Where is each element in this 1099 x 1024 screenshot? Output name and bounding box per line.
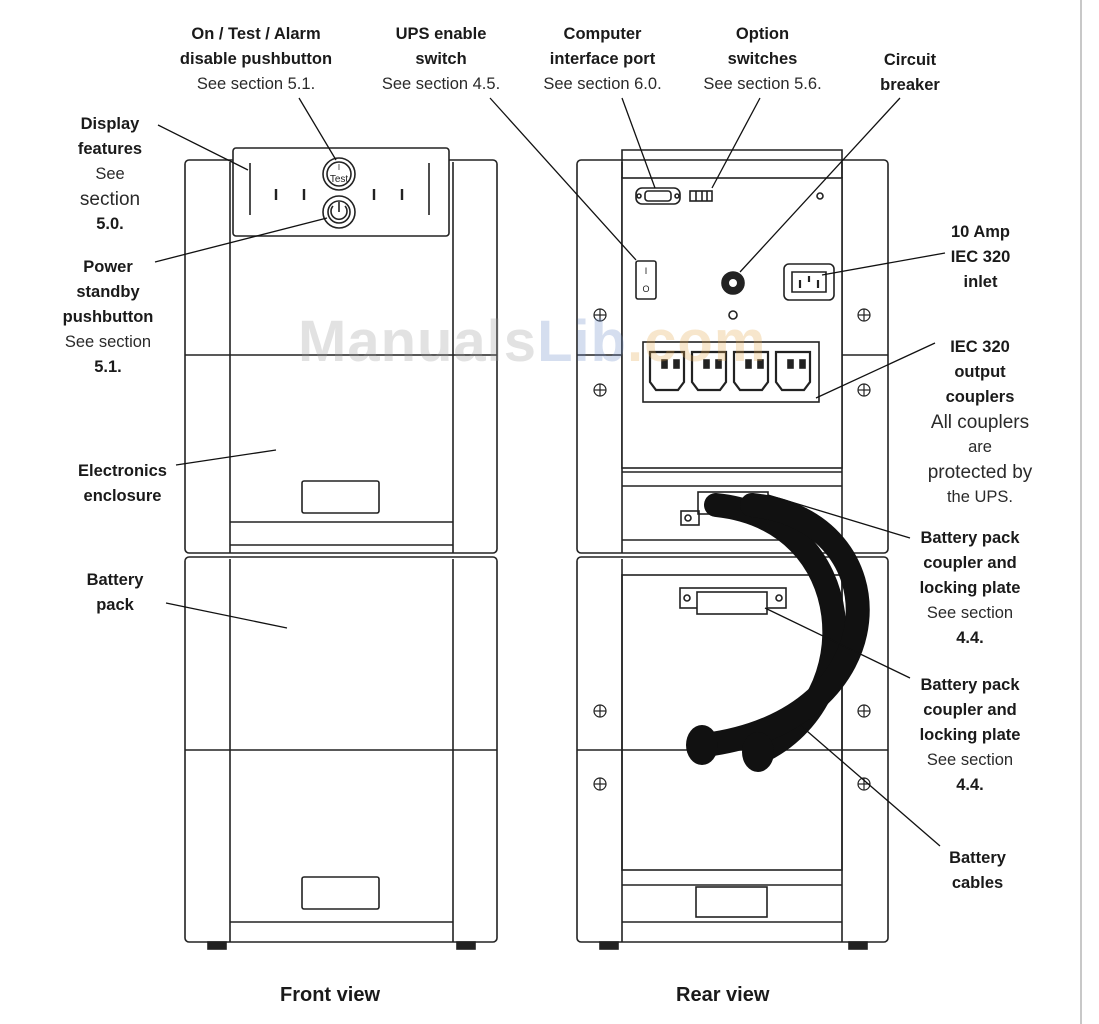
output-couplers xyxy=(642,341,820,403)
label-ups-enable: UPS enable switch See section 4.5. xyxy=(381,25,501,93)
rear-handle xyxy=(695,886,768,918)
label-battery-pack: Battery pack xyxy=(86,571,144,614)
ups-enable-switch xyxy=(635,260,657,300)
outlet-2 xyxy=(690,350,728,392)
front-view-title: Front view xyxy=(280,984,381,1006)
label-inlet: 10 Amp IEC 320 inlet xyxy=(950,223,1011,291)
label-on-test-alarm: On / Test / Alarm disable pushbutton See… xyxy=(179,25,333,93)
outlet-4 xyxy=(774,350,812,392)
watermark: ManualsLib.com xyxy=(298,309,767,374)
test-button-label: Test xyxy=(330,174,349,185)
label-computer-port: Computer interface port See section 6.0. xyxy=(543,25,662,93)
power-button xyxy=(322,195,356,229)
rear-electronics-module xyxy=(576,159,889,554)
battery-cables xyxy=(686,493,870,772)
label-battery-cables: Battery cables xyxy=(949,849,1006,892)
test-button xyxy=(322,157,356,191)
outlet-1 xyxy=(648,350,686,392)
front-view-unit xyxy=(184,147,498,950)
label-coupler-plate-upper: Battery pack coupler and locking plate S… xyxy=(919,529,1021,647)
switch-on-mark: I xyxy=(645,266,648,276)
outlet-3 xyxy=(732,350,770,392)
label-circuit-breaker: Circuit breaker xyxy=(880,51,940,94)
label-output-couplers: IEC 320 output couplers All couplers are… xyxy=(927,338,1033,506)
front-handle-lower xyxy=(301,876,380,910)
switch-off-mark: O xyxy=(642,284,649,294)
test-button-mark: I xyxy=(338,163,340,172)
page-edge-rule xyxy=(1080,0,1082,1024)
option-switches xyxy=(689,190,713,202)
rear-panel xyxy=(621,177,843,469)
label-option-switches: Option switches See section 5.6. xyxy=(703,25,822,93)
front-handle-upper xyxy=(301,480,380,514)
label-electronics: Electronics enclosure xyxy=(78,462,167,505)
label-coupler-plate-lower: Battery pack coupler and locking plate S… xyxy=(919,676,1021,794)
rear-view-title: Rear view xyxy=(676,984,770,1006)
label-power-standby: Power standby pushbutton See section 5.1… xyxy=(62,258,154,376)
iec-inlet xyxy=(783,263,835,301)
label-display-features: Display features See section 5.0. xyxy=(77,115,143,233)
rear-lower-panel xyxy=(621,574,843,871)
computer-port xyxy=(635,187,681,205)
leader-lines xyxy=(154,97,946,847)
display-panel xyxy=(232,147,450,237)
